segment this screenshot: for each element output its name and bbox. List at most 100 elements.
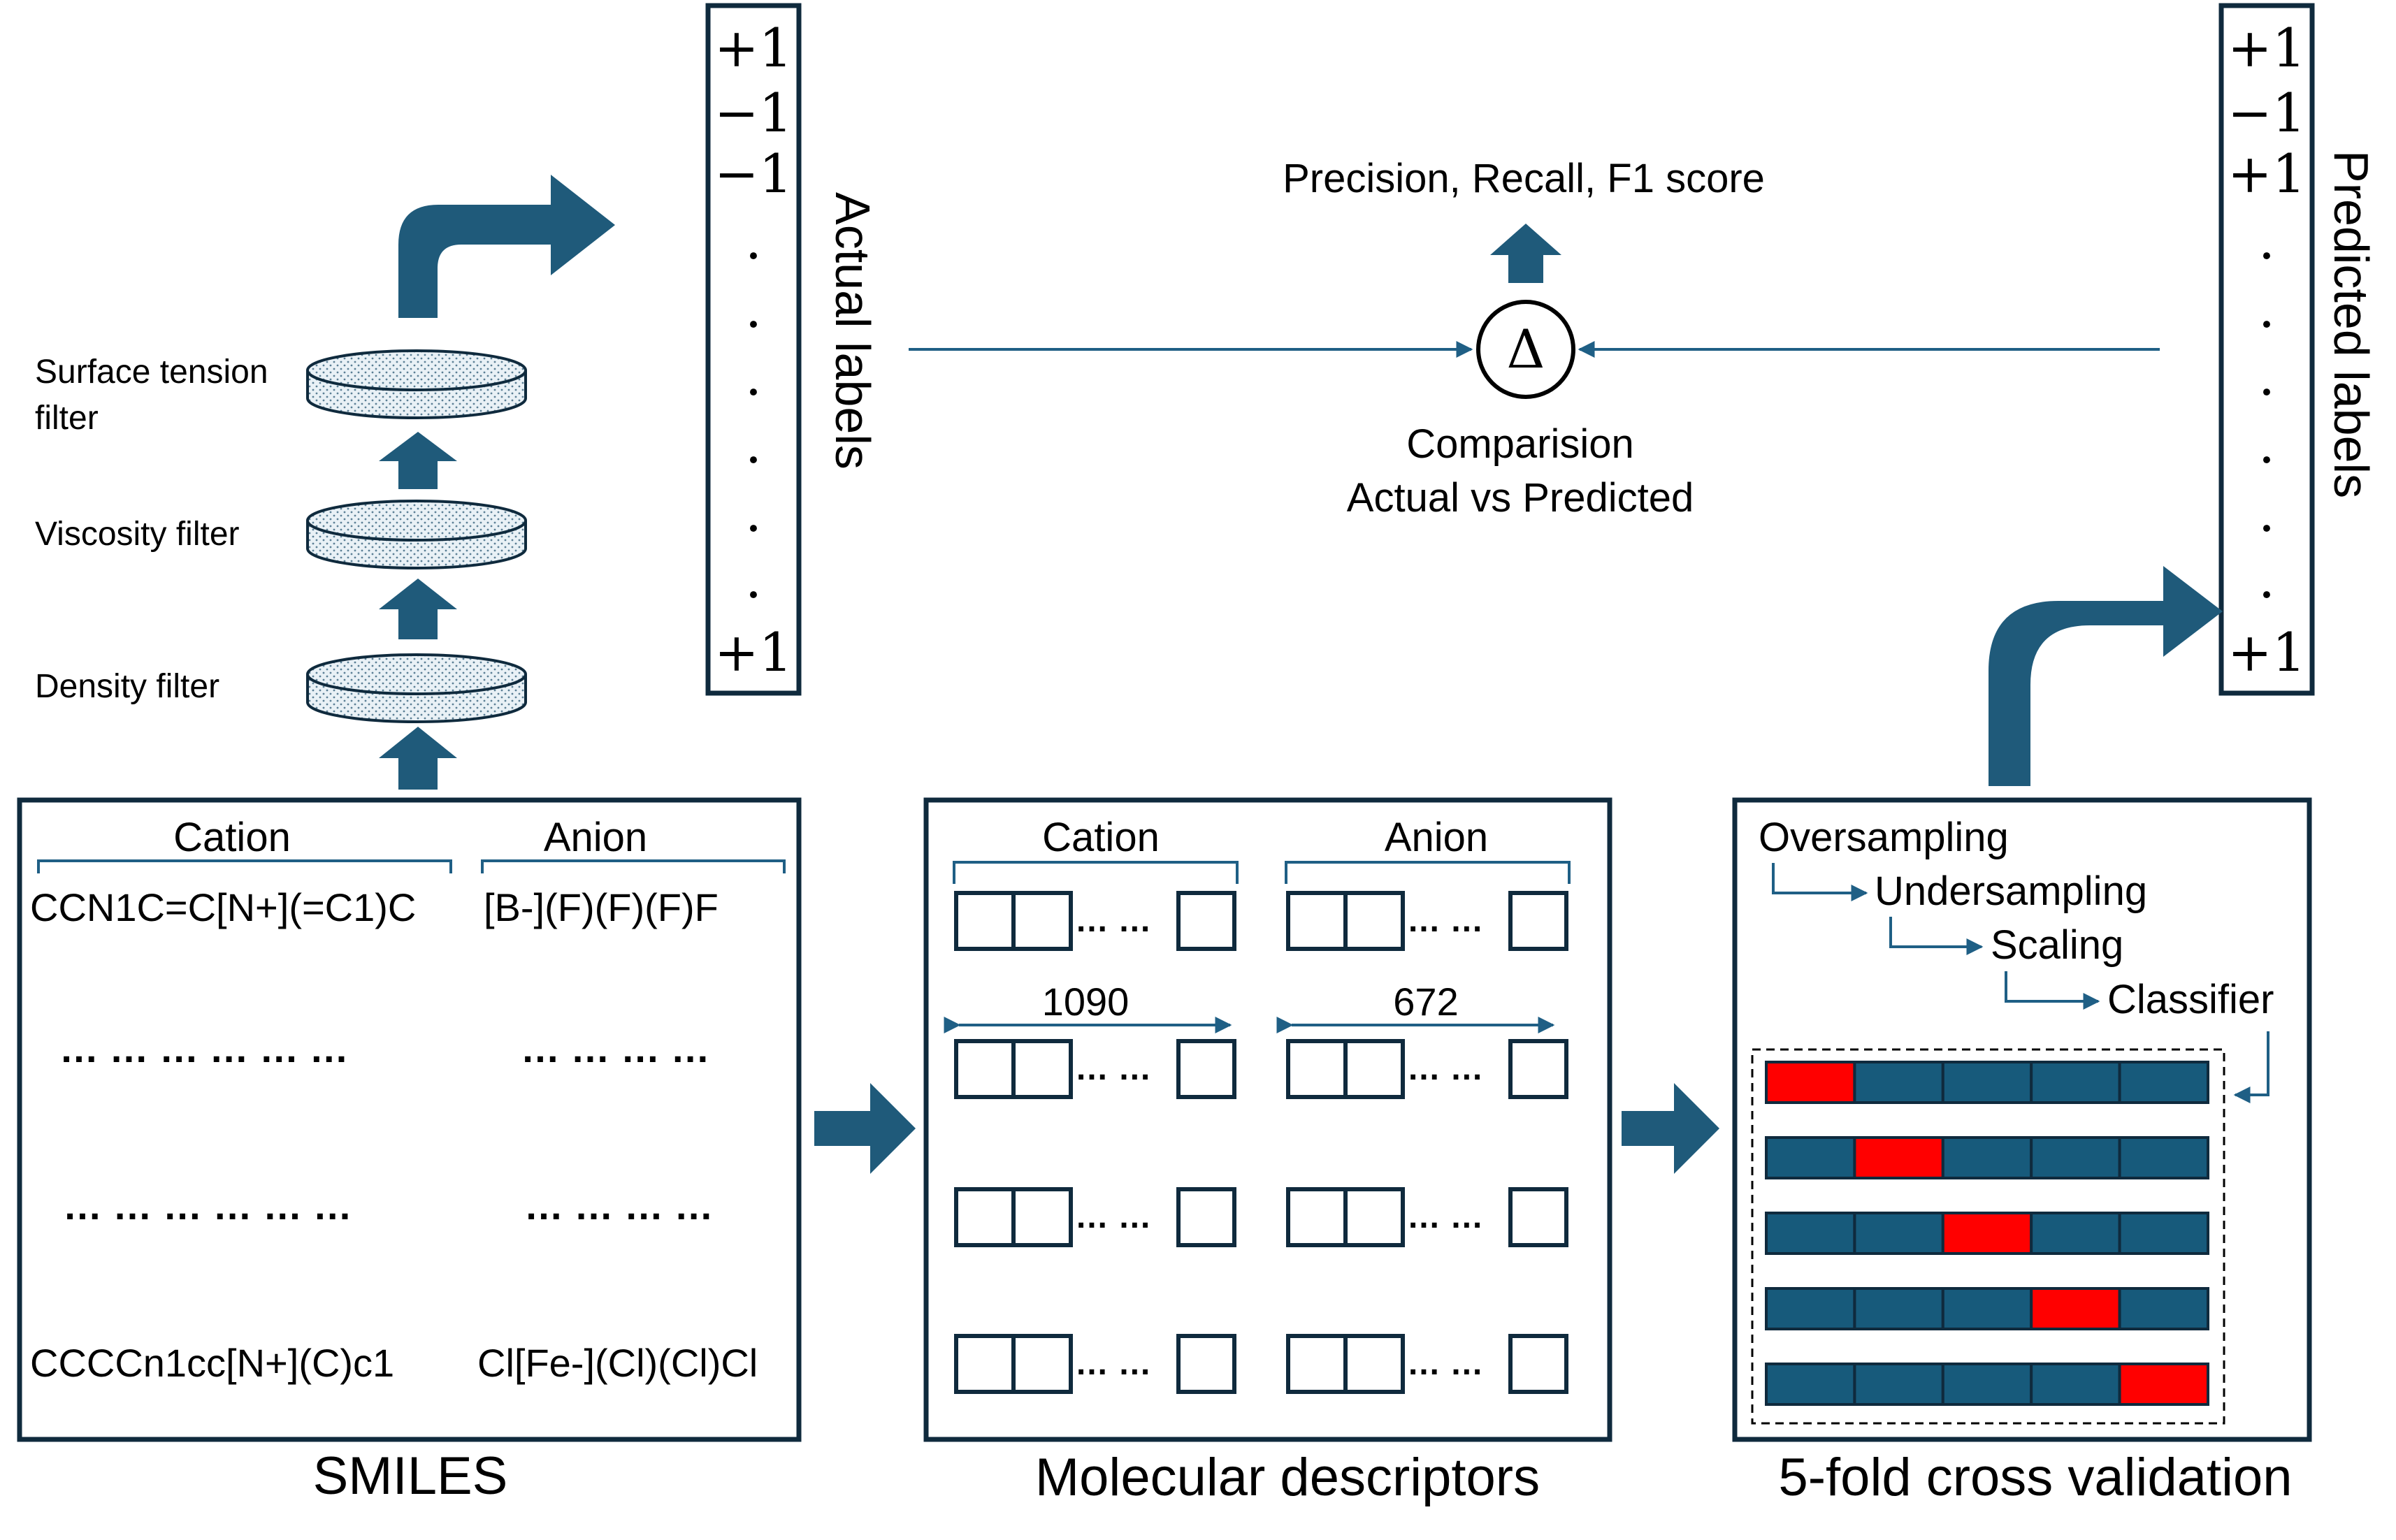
predicted-label-value: .: [2258, 481, 2275, 544]
fold-cell-train: [2030, 1136, 2121, 1179]
cv-step-connector: [2233, 1031, 2269, 1103]
up-arrow-icon: [379, 727, 457, 790]
descriptor-vector: … …: [954, 1187, 1236, 1247]
cv-fold-rows: [1765, 1061, 2210, 1406]
cation-bracket: [37, 859, 452, 873]
fold-cell-train: [1941, 1136, 2033, 1179]
right-arrow-icon: [1622, 1083, 1719, 1174]
smiles-anion-row1: [B-](F)(F)(F)F: [484, 885, 719, 929]
fold-cell-train: [1853, 1212, 1944, 1255]
cv-step-connector: [2005, 971, 2100, 1010]
fold-row: [1765, 1136, 2210, 1179]
right-arrow-icon: [814, 1083, 916, 1174]
cv-step-undersampling: Undersampling: [1875, 869, 2147, 914]
fold-cell-train: [2118, 1136, 2210, 1179]
predicted-labels-title: Predicted labels: [2324, 150, 2379, 498]
bent-arrow-to-actual-labels: [398, 175, 615, 318]
smiles-ellipsis-cation: … … … … … …: [59, 1026, 349, 1070]
smiles-cation-row2: CCCCn1cc[N+](C)c1: [30, 1341, 394, 1385]
descriptor-cell: [1508, 1187, 1568, 1247]
delta-circle: [1476, 300, 1575, 399]
fold-cell-train: [1853, 1363, 1944, 1406]
fold-cell-train: [2030, 1212, 2121, 1255]
descriptor-cell: [954, 891, 1016, 951]
cv-step-connector: [1772, 863, 1868, 901]
smiles-cation-header: Cation: [173, 815, 291, 860]
descriptor-cell: [1011, 1334, 1073, 1394]
smiles-cation-row1: CCN1C=C[N+](=C1)C: [30, 885, 416, 929]
predicted-label-value: .: [2258, 209, 2275, 271]
bent-arrow-to-predicted-labels: [1989, 566, 2223, 786]
fold-cell-test: [1853, 1136, 1944, 1179]
descriptor-panel: Cation Anion 1090 672 … … … … … … … … … … … ……: [923, 797, 1612, 1442]
actual-label-value: .: [745, 413, 762, 475]
up-arrow-icon: [1490, 224, 1561, 283]
surface-tension-filter-label: Surface tension: [35, 354, 268, 391]
actual-label-value: −1: [714, 82, 793, 144]
descriptor-cell: [1508, 1334, 1568, 1394]
descriptor-vector: … …: [1286, 1334, 1568, 1394]
viscosity-filter-disk: [306, 500, 527, 569]
descriptor-ellipsis: … …: [1407, 1198, 1483, 1235]
fold-cell-train: [1765, 1136, 1856, 1179]
predicted-label-value: −1: [2228, 82, 2306, 144]
descriptor-vector: … …: [1286, 1187, 1568, 1247]
descriptor-cell: [1343, 1187, 1405, 1247]
descriptor-anion-header: Anion: [1385, 815, 1488, 860]
cation-descriptor-count: 1090: [1042, 980, 1130, 1024]
cv-caption: 5-fold cross validation: [1778, 1448, 2292, 1507]
up-arrow-icon: [379, 432, 457, 489]
fold-cell-test: [1765, 1061, 1856, 1104]
metrics-label: Precision, Recall, F1 score: [1283, 156, 1765, 201]
descriptor-cell: [1286, 1039, 1348, 1099]
fold-cell-train: [1765, 1287, 1856, 1330]
descriptor-cell: [1176, 1039, 1236, 1099]
descriptor-cell: [1508, 1039, 1568, 1099]
smiles-anion-row2: Cl[Fe-](Cl)(Cl)Cl: [477, 1341, 758, 1385]
actual-label-value: −1: [714, 143, 793, 205]
density-filter-label: Density filter: [35, 668, 219, 705]
predicted-label-value: .: [2258, 548, 2275, 610]
predicted-labels-vector: +1 −1 +1 . . . . . . +1: [2218, 3, 2315, 696]
actual-labels-title: Actual labels: [825, 192, 880, 470]
comparison-label-2: Actual vs Predicted: [1347, 475, 1694, 521]
descriptor-caption: Molecular descriptors: [1035, 1448, 1540, 1507]
descriptor-cell: [954, 1334, 1016, 1394]
fold-cell-train: [1765, 1363, 1856, 1406]
descriptor-cation-header: Cation: [1042, 815, 1160, 860]
up-arrow-icon: [379, 579, 457, 639]
filter-stack: Surface tension filter Viscosity filter …: [35, 175, 615, 790]
actual-label-value: .: [745, 345, 762, 407]
smiles-panel: Cation Anion CCN1C=C[N+](=C1)C [B-](F)(F…: [17, 797, 802, 1442]
actual-labels-vector: +1 −1 −1 . . . . . . +1: [705, 3, 802, 696]
fold-row: [1765, 1061, 2210, 1104]
fold-cell-test: [2030, 1287, 2121, 1330]
fold-cell-train: [2118, 1287, 2210, 1330]
cv-step-connector: [1889, 917, 1984, 955]
descriptor-vector: … …: [1286, 1039, 1568, 1099]
descriptor-cell: [1176, 1187, 1236, 1247]
actual-label-value: .: [745, 209, 762, 271]
descriptor-cell: [1286, 891, 1348, 951]
density-filter-disk: [306, 653, 527, 723]
descriptor-ellipsis: … …: [1407, 902, 1483, 939]
cv-step-classifier: Classifier: [2107, 977, 2274, 1022]
descriptor-cell: [1011, 1039, 1073, 1099]
descriptor-vector: … …: [954, 891, 1236, 951]
descriptor-cell: [1176, 1334, 1236, 1394]
cv-panel: Oversampling Undersampling Scaling Class…: [1732, 797, 2312, 1442]
descriptor-vector: … …: [954, 1039, 1236, 1099]
descriptor-vector: … …: [1286, 891, 1568, 951]
fold-cell-train: [1941, 1287, 2033, 1330]
actual-label-value: .: [745, 548, 762, 610]
descriptor-cell: [1343, 1039, 1405, 1099]
descriptor-cell: [954, 1187, 1016, 1247]
descriptor-vector-rows: … …… …… …… …… …… …… …… …: [954, 891, 1568, 1394]
fold-row: [1765, 1363, 2210, 1406]
descriptor-ellipsis: … …: [1407, 1345, 1483, 1382]
smiles-ellipsis-cation: … … … … … …: [63, 1184, 352, 1228]
anion-descriptor-count: 672: [1393, 980, 1458, 1024]
smiles-caption: SMILES: [313, 1446, 508, 1506]
predicted-label-value: +1: [2228, 17, 2306, 79]
